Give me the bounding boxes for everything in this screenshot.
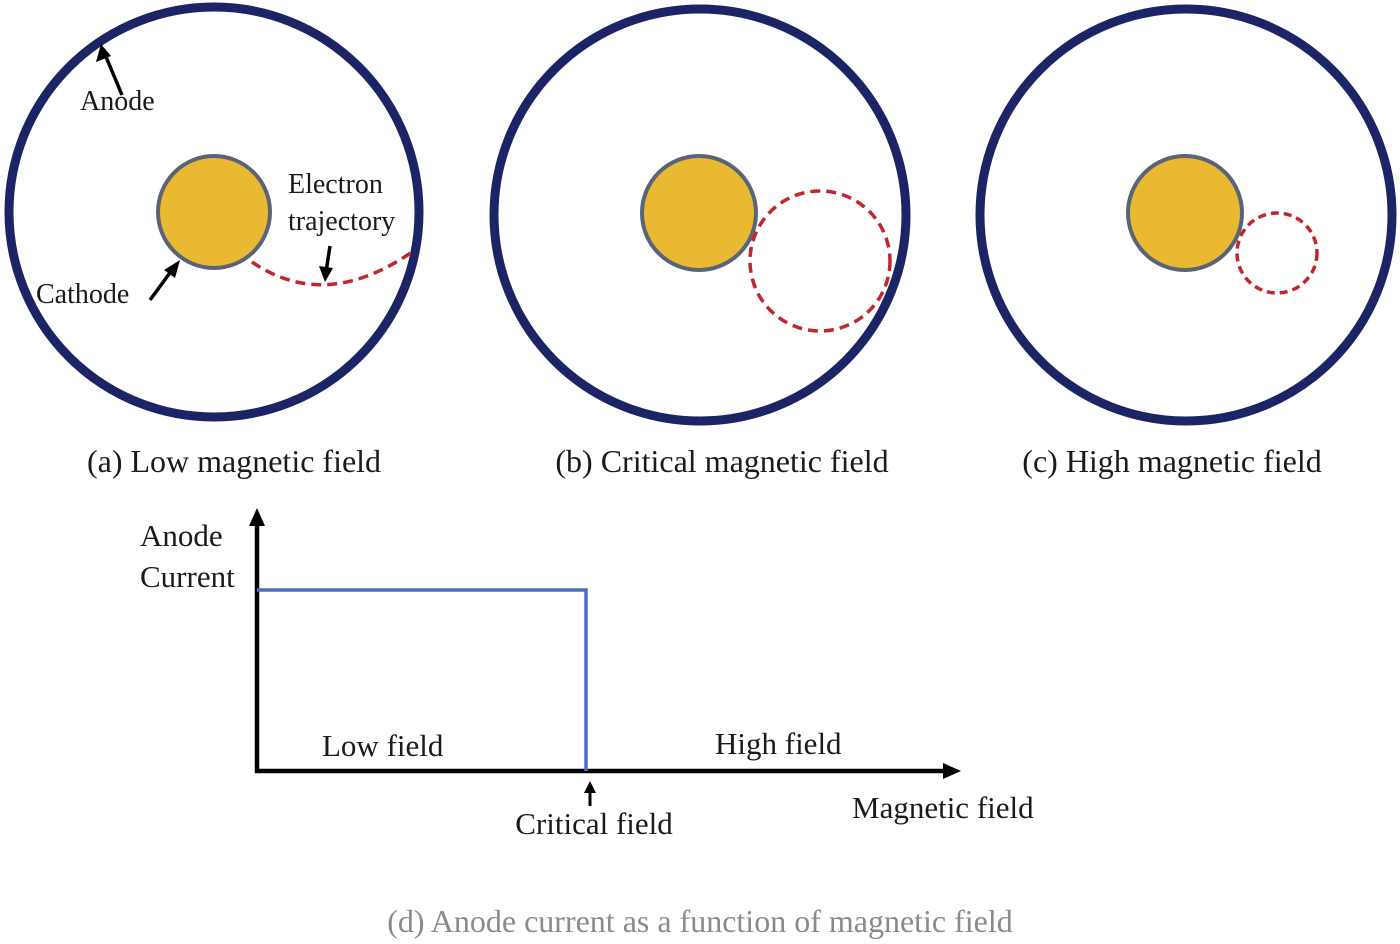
electron-label-line1: Electron: [288, 169, 383, 200]
x-axis-label: Magnetic field: [852, 790, 1034, 825]
y-axis-label-line2: Current: [140, 559, 235, 594]
panel-c: (c) High magnetic field: [975, 4, 1397, 479]
low-field-label: Low field: [322, 728, 444, 763]
y-axis-arrowhead: [249, 508, 265, 526]
panel-a: Anode Electron trajectory Cathode (a) Lo…: [4, 2, 424, 479]
cathode-circle: [1126, 154, 1244, 272]
high-field-label: High field: [715, 726, 842, 761]
electron-trajectory: [748, 189, 892, 333]
x-axis-arrowhead: [943, 763, 961, 779]
critical-field-arrowhead: [584, 781, 596, 793]
cathode-label: Cathode: [36, 279, 129, 310]
anode-label: Anode: [80, 86, 155, 117]
cathode-pointer-arrow: [148, 268, 174, 302]
electron-trajectory: [251, 250, 413, 287]
caption-c: (c) High magnetic field: [1022, 443, 1321, 479]
trajectory-pointer-arrowhead: [319, 266, 333, 282]
caption-d: (d) Anode current as a function of magne…: [387, 903, 1013, 939]
anode-circle: [975, 4, 1397, 426]
caption-b: (b) Critical magnetic field: [555, 443, 888, 479]
anode-current-curve: [257, 588, 588, 771]
anode-circle: [4, 2, 424, 422]
panel-b: (b) Critical magnetic field: [489, 4, 911, 479]
cathode-pointer-arrowhead: [164, 260, 180, 278]
y-axis-label-line1: Anode: [140, 518, 223, 553]
electron-label-line2: trajectory: [288, 206, 395, 237]
anode-pointer-arrow: [102, 51, 124, 96]
critical-field-label: Critical field: [515, 806, 673, 841]
anode-circle: [489, 4, 911, 426]
panel-d-graph: Anode Current Low field High field Criti…: [140, 508, 1034, 939]
cathode-circle: [156, 154, 272, 270]
anode-pointer-arrowhead: [96, 44, 111, 62]
electron-trajectory: [1235, 211, 1319, 295]
caption-a: (a) Low magnetic field: [87, 443, 381, 479]
cathode-circle: [640, 154, 758, 272]
